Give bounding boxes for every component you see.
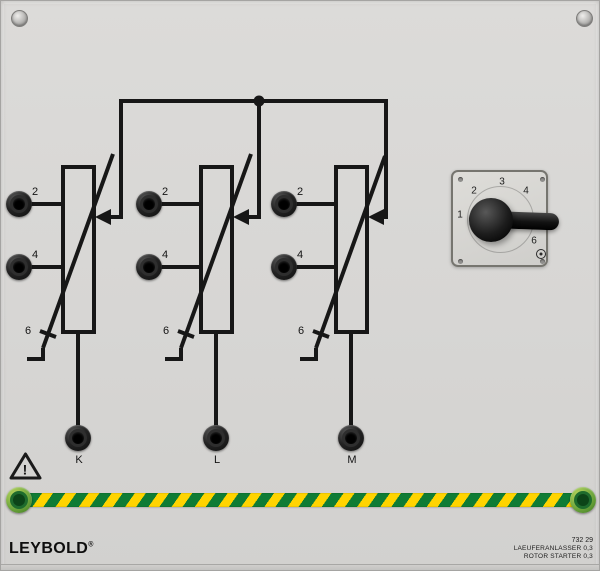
terminal-label-K: K xyxy=(75,454,83,466)
title-german: LAEUFERANLASSER 0,3 xyxy=(513,545,593,552)
wiper-arrow-3 xyxy=(368,209,384,225)
screw-icon xyxy=(576,10,593,27)
rheostat-diagonal-3 xyxy=(314,155,387,349)
catalog-number: 732 29 xyxy=(571,537,593,544)
plate-screw-icon xyxy=(540,177,545,182)
plate-screw-icon xyxy=(458,259,463,264)
terminal-label: 2 xyxy=(31,186,39,198)
circled-dot-icon xyxy=(536,249,546,259)
switch-position-label: 4 xyxy=(523,185,529,197)
title-english: ROTOR STARTER 0,3 xyxy=(523,553,593,560)
panel-bottom-edge xyxy=(1,564,599,570)
earth-socket-left[interactable] xyxy=(6,487,32,513)
socket-2-phase2[interactable] xyxy=(136,191,162,217)
warning-triangle-icon xyxy=(9,452,42,480)
slider-end-tick-1 xyxy=(39,329,57,339)
registered-mark: ® xyxy=(88,541,94,549)
rotary-switch-plate: 1 2 3 4 6 xyxy=(451,170,560,267)
terminal6-lead-2 xyxy=(165,348,183,361)
switch-position-label: 3 xyxy=(499,176,505,188)
warning-triangle-outline xyxy=(9,452,42,480)
plate-screw-icon xyxy=(540,259,545,264)
terminal6-lead-3 xyxy=(300,348,318,361)
screw-icon xyxy=(11,10,28,27)
socket-2-phase3[interactable] xyxy=(271,191,297,217)
socket-4-phase3[interactable] xyxy=(271,254,297,280)
rheostat-diagonal-1 xyxy=(41,153,115,349)
terminal-label-M: M xyxy=(347,454,357,466)
switch-position-label: 6 xyxy=(531,235,537,247)
terminal-label-L: L xyxy=(213,454,221,466)
wire-wiper-middle xyxy=(247,101,261,219)
slider-end-tick-3 xyxy=(312,329,330,339)
terminal-label: 2 xyxy=(296,186,304,198)
socket-K[interactable] xyxy=(65,425,91,451)
plate-screw-icon xyxy=(458,177,463,182)
earth-strip xyxy=(13,493,589,507)
socket-M[interactable] xyxy=(338,425,364,451)
brand-logo: LEYBOLD® xyxy=(9,540,94,558)
socket-L[interactable] xyxy=(203,425,229,451)
socket-2-phase1[interactable] xyxy=(6,191,32,217)
socket-4-phase2[interactable] xyxy=(136,254,162,280)
junction-dot xyxy=(253,95,265,107)
wiper-arrow-1 xyxy=(95,209,111,225)
socket-4-phase1[interactable] xyxy=(6,254,32,280)
brand-text: LEYBOLD xyxy=(9,540,89,557)
terminal-label: 2 xyxy=(161,186,169,198)
terminal-label: 6 xyxy=(24,325,32,337)
warning-exclamation: ! xyxy=(22,461,28,478)
switch-position-label: 2 xyxy=(471,185,477,197)
type-plate: 732 29 LAEUFERANLASSER 0,3 ROTOR STARTER… xyxy=(514,537,593,561)
rheostat-diagonal-2 xyxy=(179,153,253,349)
switch-position-label: 1 xyxy=(457,209,463,221)
slider-end-tick-2 xyxy=(177,329,195,339)
earth-socket-right[interactable] xyxy=(570,487,596,513)
terminal-label: 4 xyxy=(296,249,304,261)
terminal6-lead-1 xyxy=(27,348,45,361)
terminal-label: 6 xyxy=(297,325,305,337)
terminal-label: 4 xyxy=(161,249,169,261)
wiper-arrow-2 xyxy=(233,209,249,225)
rotary-switch-knob-hub[interactable] xyxy=(469,198,513,242)
terminal-label: 6 xyxy=(162,325,170,337)
terminal-label: 4 xyxy=(31,249,39,261)
